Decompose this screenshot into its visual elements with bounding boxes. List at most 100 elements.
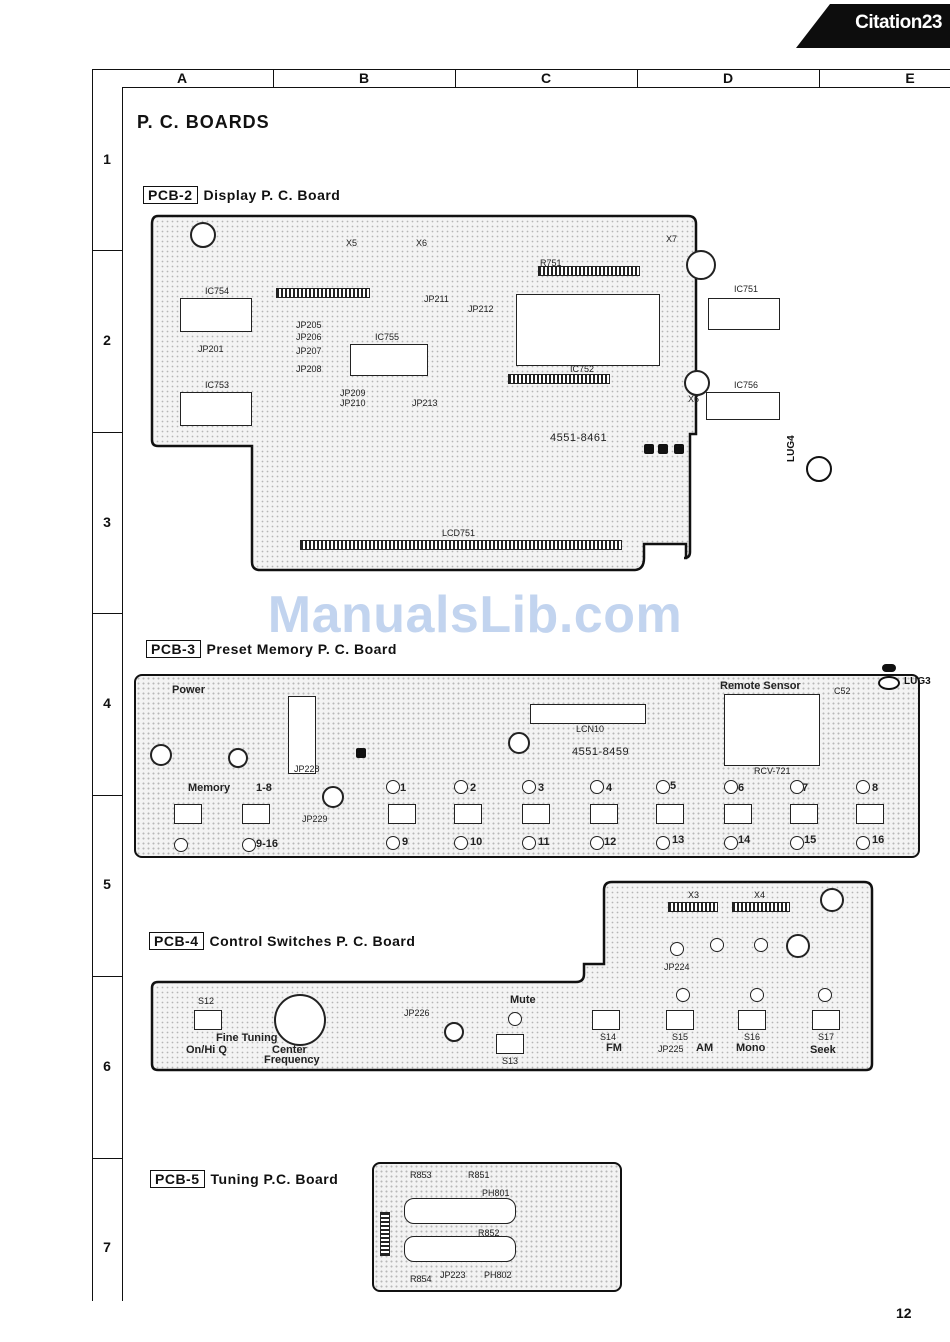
led-indicator <box>790 836 804 850</box>
ic756-chip <box>706 392 780 420</box>
jp223-label: JP223 <box>440 1270 466 1280</box>
ground-terminal <box>882 664 896 672</box>
capacitor <box>150 744 172 766</box>
preset-5-label: 5 <box>670 780 677 792</box>
frame-row-band <box>122 87 123 1301</box>
preset-switch[interactable] <box>724 804 752 824</box>
r854-label: R854 <box>410 1274 432 1284</box>
s13-switch[interactable] <box>496 1034 524 1054</box>
preset-switch[interactable] <box>656 804 684 824</box>
led-indicator <box>656 836 670 850</box>
on-hi-q-label: On/Hi Q <box>186 1044 227 1056</box>
r853-label: R853 <box>410 1170 432 1180</box>
frame-left-border <box>92 69 93 1301</box>
capacitor <box>508 732 530 754</box>
lug4-label: LUG4 <box>786 435 797 462</box>
row-label-3: 3 <box>103 514 111 530</box>
preset-switch[interactable] <box>174 804 202 824</box>
preset-12-label: 12 <box>604 836 617 848</box>
preset-switch[interactable] <box>388 804 416 824</box>
s12-switch[interactable] <box>194 1010 222 1030</box>
x6-label: X6 <box>416 238 428 248</box>
brand-tab-label: Citation23 <box>855 12 942 33</box>
jp213-label: JP213 <box>412 398 438 408</box>
s17-switch[interactable] <box>812 1010 840 1030</box>
led-indicator <box>454 780 468 794</box>
led-indicator <box>856 836 870 850</box>
test-point <box>644 444 654 454</box>
x4-label: X4 <box>754 890 766 900</box>
capacitor <box>228 748 248 768</box>
preset-8-label: 8 <box>872 782 879 794</box>
pcb4-title: Control Switches P. C. Board <box>209 933 416 949</box>
column-divider <box>455 69 456 87</box>
connector-strip <box>276 288 370 298</box>
led-indicator <box>710 938 724 952</box>
am-label: AM <box>696 1042 714 1054</box>
preset-15-label: 15 <box>804 834 817 846</box>
led-indicator <box>818 988 832 1002</box>
s16-switch[interactable] <box>738 1010 766 1030</box>
capacitor <box>686 250 716 280</box>
column-label-b: B <box>358 70 370 86</box>
led-indicator <box>174 838 188 852</box>
preset-switch[interactable] <box>856 804 884 824</box>
s14-switch[interactable] <box>592 1010 620 1030</box>
jp226-label: JP226 <box>404 1008 430 1018</box>
preset-2-label: 2 <box>470 782 477 794</box>
led-indicator <box>790 780 804 794</box>
remote-sensor-module <box>724 694 820 766</box>
s15-label: S15 <box>672 1032 689 1042</box>
led-indicator <box>754 938 768 952</box>
led-indicator <box>750 988 764 1002</box>
ph801-photointerrupter <box>404 1198 516 1224</box>
preset-switch[interactable] <box>790 804 818 824</box>
watermark: ManualsLib.com <box>267 586 683 644</box>
s15-switch[interactable] <box>666 1010 694 1030</box>
row-divider <box>92 1158 122 1159</box>
jp229-label: JP229 <box>302 814 328 824</box>
row-label-1: 1 <box>103 151 111 167</box>
pcb3-caption: PCB-3 Preset Memory P. C. Board <box>146 640 397 658</box>
preset-switch[interactable] <box>242 804 270 824</box>
capacitor <box>190 222 216 248</box>
row-label-6: 6 <box>103 1058 111 1074</box>
preset-switch[interactable] <box>454 804 482 824</box>
r751-label: R751 <box>540 258 562 268</box>
jp212-label: JP212 <box>468 304 494 314</box>
ic754-chip <box>180 298 252 332</box>
preset-1-label: 1 <box>400 782 407 794</box>
preset-16-label: 16 <box>872 834 885 846</box>
pcb4-board: X3 X4 S12 S13 S14 S15 S16 S17 JP224 JP22… <box>150 880 874 1074</box>
page-number: 12 <box>896 1305 912 1321</box>
column-divider <box>273 69 274 87</box>
preset-13-label: 13 <box>672 834 685 846</box>
pcb5-title: Tuning P.C. Board <box>210 1171 339 1187</box>
ph802-label: PH802 <box>484 1270 512 1280</box>
x4-connector <box>732 902 790 912</box>
preset-switch[interactable] <box>522 804 550 824</box>
capacitor <box>444 1022 464 1042</box>
capacitor <box>820 888 844 912</box>
preset-switch[interactable] <box>590 804 618 824</box>
pcb3-title: Preset Memory P. C. Board <box>206 641 397 657</box>
lcn10-label: LCN10 <box>576 724 605 734</box>
lug4-terminal <box>806 456 832 482</box>
led-indicator <box>522 780 536 794</box>
row-label-4: 4 <box>103 695 111 711</box>
frame-top-border <box>92 69 950 70</box>
lcn10-connector <box>530 704 646 724</box>
led-indicator <box>676 988 690 1002</box>
row-divider <box>92 613 122 614</box>
mono-label: Mono <box>736 1042 766 1054</box>
remote-sensor-label: Remote Sensor <box>720 680 801 692</box>
column-label-a: A <box>176 70 188 86</box>
transistor <box>356 748 366 758</box>
led-indicator <box>670 942 684 956</box>
pcb3-tag: PCB-3 <box>146 640 201 658</box>
led-indicator <box>590 780 604 794</box>
preset-14-label: 14 <box>738 834 751 846</box>
